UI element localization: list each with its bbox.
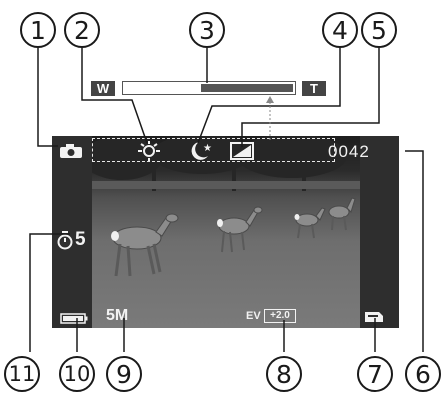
ev-value: +2.0 (270, 310, 290, 321)
callout-7: 7 (357, 356, 393, 392)
self-timer-seconds: 5 (75, 229, 86, 250)
deer-scene (82, 136, 360, 277)
camera-mode-icon (58, 143, 84, 159)
callout-6: 6 (405, 356, 441, 392)
sun-icon (136, 140, 162, 162)
right-panel (360, 136, 399, 328)
scene-photo (82, 136, 360, 328)
left-panel (52, 136, 92, 328)
svg-text:★: ★ (203, 143, 212, 154)
sd-card-icon (364, 310, 384, 322)
deer-4 (328, 197, 356, 231)
camera-lcd-screen: ★ 0042 5 5M EV +2.0 (52, 136, 399, 328)
callout-5: 5 (361, 12, 397, 48)
night-moon-icon: ★ (186, 140, 212, 162)
deer-1 (111, 213, 179, 277)
ev-value-box: +2.0 (264, 309, 296, 323)
battery-icon (60, 311, 88, 324)
ev-label: EV (246, 310, 261, 322)
zoom-tele-label: T (302, 81, 326, 96)
callout-10: 10 (59, 356, 95, 392)
callout-1: 1 (20, 12, 56, 48)
callout-4: 4 (322, 12, 358, 48)
zoom-fill (201, 84, 293, 92)
resolution-indicator: 5M (106, 307, 129, 324)
zoom-wide-label: W (91, 81, 115, 96)
deer-3 (294, 207, 326, 239)
callout-11: 11 (4, 356, 40, 392)
callout-9: 9 (106, 356, 142, 392)
self-timer-icon (56, 230, 74, 250)
deer-2 (217, 206, 263, 253)
callout-8: 8 (266, 356, 302, 392)
zoom-track (122, 81, 296, 95)
shot-counter: 0042 (328, 142, 370, 161)
callout-3: 3 (189, 12, 225, 48)
icon-selection-box (92, 138, 335, 162)
callout-2: 2 (64, 12, 100, 48)
